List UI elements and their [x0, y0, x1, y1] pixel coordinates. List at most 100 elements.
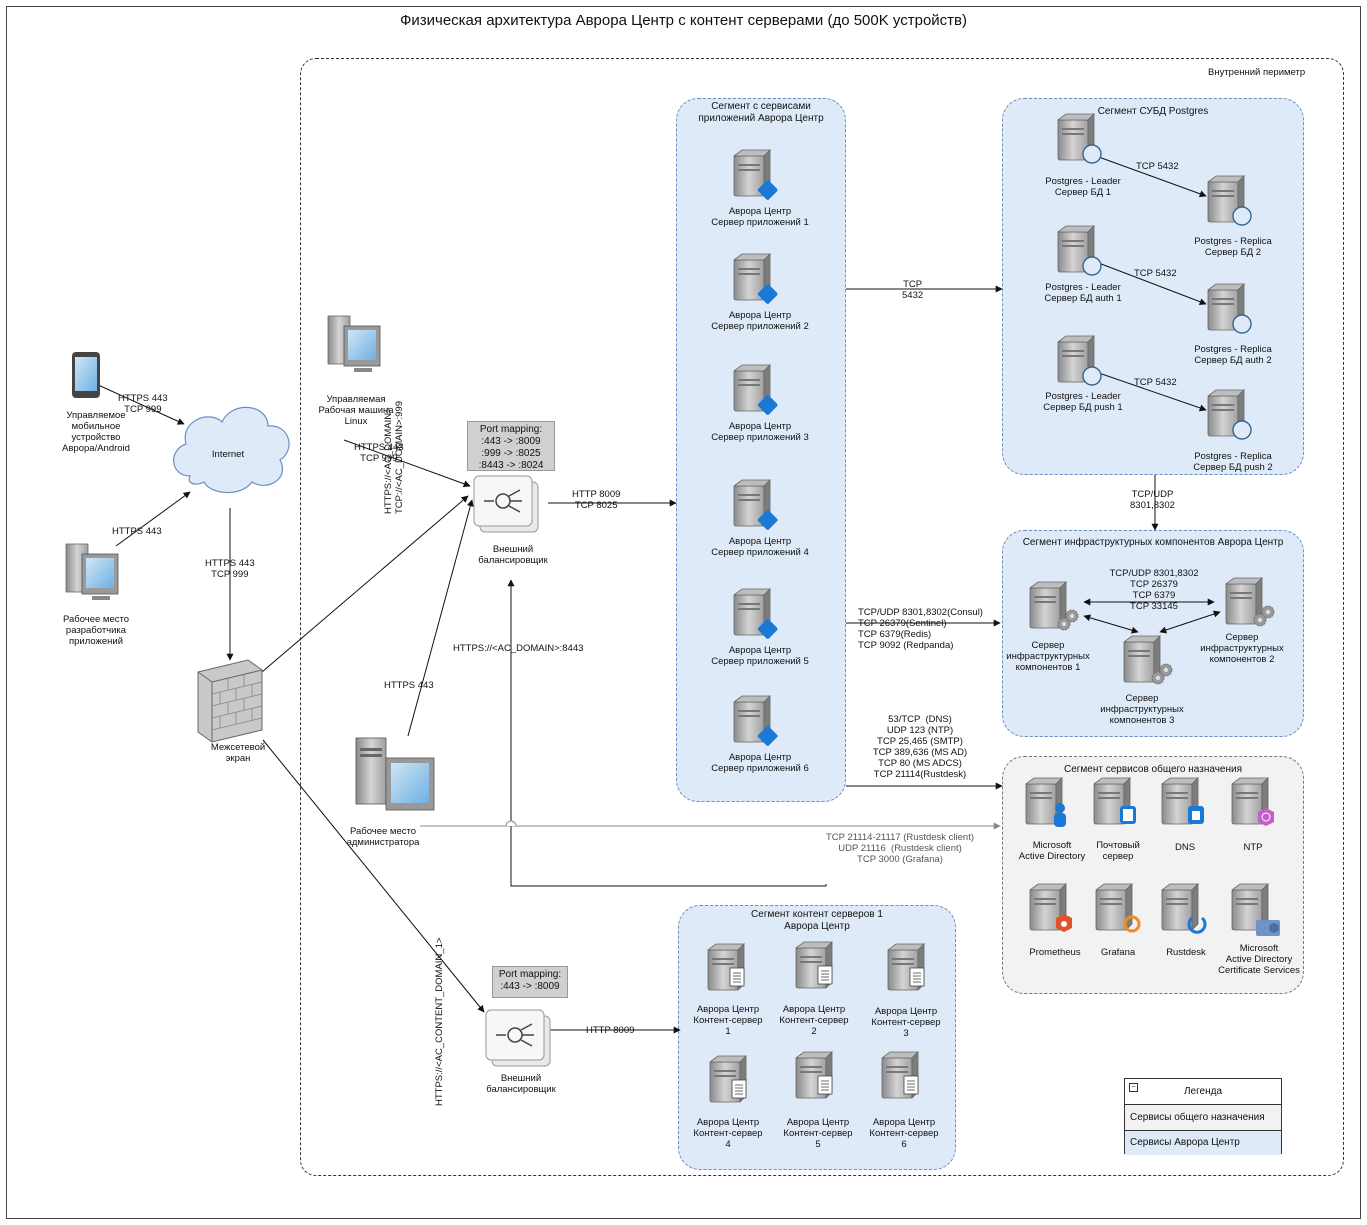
admin-workstation-icon	[355, 737, 435, 811]
firewall-icon	[197, 659, 263, 743]
app-segment-title: Сегмент с сервисами приложений Аврора Це…	[698, 101, 824, 124]
app-segment	[676, 98, 846, 802]
infra-server-1-label: Сервер инфраструктурных компонентов 1	[1006, 640, 1090, 673]
db-leader-1-icon	[1057, 113, 1102, 164]
internet-cloud-icon	[173, 406, 290, 494]
db-leader-push-icon	[1057, 335, 1102, 386]
mobile-device-icon	[72, 352, 100, 398]
legend-title: Легенда	[1183, 1086, 1223, 1097]
db-leader-push-label: Postgres - Leader Сервер БД push 1	[1043, 391, 1123, 413]
content-server-6-label: Аврора Центр Контент-сервер 6	[869, 1117, 939, 1150]
content-server-1-icon	[707, 943, 745, 991]
rustdesk-label: Rustdesk	[1166, 947, 1206, 958]
lb1-in-conn-label: HTTPS://<AC_DOMAIN> TCP://<AC_DOMAIN>:99…	[383, 401, 405, 514]
app-server-2-icon	[733, 253, 778, 304]
infra-server-2-label: Сервер инфраструктурных компонентов 2	[1200, 632, 1284, 665]
content-server-1-label: Аврора Центр Контент-сервер 1	[693, 1004, 763, 1037]
app-server-6-icon	[733, 695, 778, 746]
content-segment-title: Сегмент контент серверов 1 Аврора Центр	[751, 909, 883, 932]
legend-header: − Легенда	[1125, 1079, 1281, 1105]
common-segment-title: Сегмент сервисов общего назначения	[1064, 764, 1242, 775]
mobile-conn-label: HTTPS 443 TCP 999	[118, 393, 168, 415]
legend-aurora: Сервисы Аврора Центр	[1125, 1131, 1281, 1155]
app-server-5-icon	[733, 588, 778, 639]
db-leader-auth-icon	[1057, 225, 1102, 276]
app-server-1-icon	[733, 149, 778, 200]
db-replica-auth-label: Postgres - Replica Сервер БД auth 2	[1194, 344, 1272, 366]
infra-segment	[1002, 530, 1304, 737]
linux-conn-label: HTTPS 443 TCP 999	[354, 442, 404, 464]
db-segment	[1002, 98, 1304, 475]
db-repl-conn-3: TCP 5432	[1134, 377, 1177, 388]
perimeter-label: Внутренний периметр	[1208, 67, 1306, 78]
internal-perimeter	[300, 58, 1344, 1176]
content-server-3-label: Аврора Центр Контент-сервер 3	[871, 1006, 941, 1039]
db-repl-conn-1: TCP 5432	[1136, 161, 1179, 172]
legend-collapse-icon[interactable]: −	[1129, 1083, 1138, 1092]
db-replica-push-label: Postgres - Replica Сервер БД push 2	[1193, 451, 1273, 473]
active-directory-label: Microsoft Active Directory	[1018, 840, 1086, 862]
lb2-port-mapping: Port mapping: :443 -> :8009	[492, 966, 568, 998]
infra-server-2-icon	[1225, 577, 1275, 627]
admin-label: Рабочее место администратора	[346, 826, 420, 848]
db-replica-1-icon	[1207, 175, 1252, 226]
content-server-4-label: Аврора Центр Контент-сервер 4	[693, 1117, 763, 1150]
dev-conn-label: HTTPS 443	[112, 526, 162, 537]
db-replica-push-icon	[1207, 389, 1252, 440]
app-server-2-label: Аврора Центр Сервер приложений 2	[711, 310, 809, 332]
db-segment-title: Сегмент СУБД Postgres	[1097, 106, 1209, 117]
load-balancer-2-icon	[485, 1009, 551, 1067]
lb1-port-mapping: Port mapping: :443 -> :8009 :999 -> :802…	[467, 421, 555, 471]
legend-common: Сервисы общего назначения	[1125, 1105, 1281, 1131]
adcs-label: Microsoft Active Directory Certificate S…	[1218, 943, 1300, 976]
app-server-3-icon	[733, 364, 778, 415]
grafana-label: Grafana	[1100, 947, 1136, 958]
db-leader-1-label: Postgres - Leader Сервер БД 1	[1045, 176, 1121, 198]
app-server-5-label: Аврора Центр Сервер приложений 5	[711, 645, 809, 667]
common-service-icons	[1025, 777, 1280, 936]
load-balancer-1-icon	[473, 475, 539, 533]
lb1-content-conn-label: HTTPS://<AC_DOMAIN>:8443	[453, 643, 584, 654]
dev-label: Рабочее место разработчика приложений	[62, 614, 130, 647]
mail-server-icon	[1093, 777, 1136, 825]
app-to-infra-conn-label: TCP/UDP 8301,8302(Consul) TCP 26379(Sent…	[858, 607, 983, 651]
mobile-label: Управляемое мобильное устройство Аврора/…	[62, 410, 130, 454]
linux-workstation-icon	[327, 315, 381, 373]
legend: − Легенда Сервисы общего назначения Серв…	[1124, 1078, 1282, 1155]
developer-workstation-icon	[65, 543, 119, 601]
lb2-out-conn-label: HTTP 8009	[586, 1025, 635, 1036]
db-leader-auth-label: Postgres - Leader Сервер БД auth 1	[1044, 282, 1122, 304]
content-server-5-label: Аврора Центр Контент-сервер 5	[783, 1117, 853, 1150]
content-server-6-icon	[881, 1051, 919, 1099]
rustdesk-icon	[1161, 883, 1207, 934]
active-directory-icon	[1025, 777, 1066, 827]
app-to-common-conn-label: 53/TCP (DNS) UDP 123 (NTP) TCP 25,465 (S…	[872, 714, 968, 780]
infra-server-3-icon	[1123, 635, 1173, 685]
diagram-title: Физическая архитектура Аврора Центр с ко…	[399, 12, 968, 29]
infra-mesh-conn-label: TCP/UDP 8301,8302 TCP 26379 TCP 6379 TCP…	[1109, 568, 1199, 612]
admin-conn-label: HTTPS 443	[384, 680, 434, 691]
lb1-out-conn-label: HTTP 8009 TCP 8025	[572, 489, 621, 511]
db-repl-conn-2: TCP 5432	[1134, 268, 1177, 279]
content-server-4-icon	[709, 1055, 747, 1103]
grafana-icon	[1095, 883, 1141, 933]
db-to-infra-conn-label: TCP/UDP 8301,8302	[1130, 489, 1175, 511]
app-to-db-conn-label: TCP 5432	[902, 279, 924, 301]
diagram-frame	[6, 6, 1361, 1219]
firewall-label: Межсетевой экран	[210, 742, 266, 764]
db-replica-auth-icon	[1207, 283, 1252, 334]
linux-label: Управляемая Рабочая машина Linux	[318, 394, 394, 427]
infra-segment-title: Сегмент инфраструктурных компонентов Авр…	[1022, 537, 1284, 548]
content-server-3-icon	[887, 943, 925, 991]
adcs-icon	[1231, 883, 1280, 936]
lb2-label: Внешний балансировщик	[486, 1073, 556, 1095]
app-server-icons	[733, 149, 778, 746]
infra-server-1-icon	[1029, 581, 1079, 631]
app-server-4-label: Аврора Центр Сервер приложений 4	[711, 536, 809, 558]
app-server-3-label: Аврора Центр Сервер приложений 3	[711, 421, 809, 443]
app-server-4-icon	[733, 479, 778, 530]
admin-to-common-conn-label: TCP 21114-21117 (Rustdesk client) UDP 21…	[825, 832, 975, 865]
content-server-2-label: Аврора Центр Контент-сервер 2	[779, 1004, 849, 1037]
db-server-icons	[1057, 113, 1252, 440]
prometheus-icon	[1029, 883, 1072, 932]
